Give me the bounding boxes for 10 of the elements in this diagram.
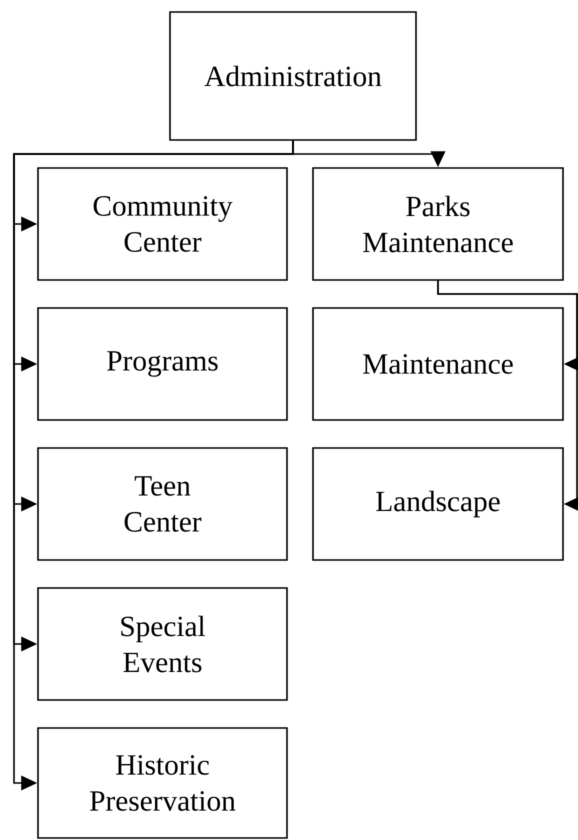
org-box: Landscape (312, 447, 564, 561)
org-box: Administration (169, 11, 417, 141)
org-box: Programs (37, 307, 288, 421)
org-box: Teen Center (37, 447, 288, 561)
org-box: Historic Preservation (37, 727, 288, 839)
org-box: Special Events (37, 587, 288, 701)
org-box: Maintenance (312, 307, 564, 421)
org-box: Community Center (37, 167, 288, 281)
org-box: Parks Maintenance (312, 167, 564, 281)
connector-arrow (437, 280, 578, 512)
